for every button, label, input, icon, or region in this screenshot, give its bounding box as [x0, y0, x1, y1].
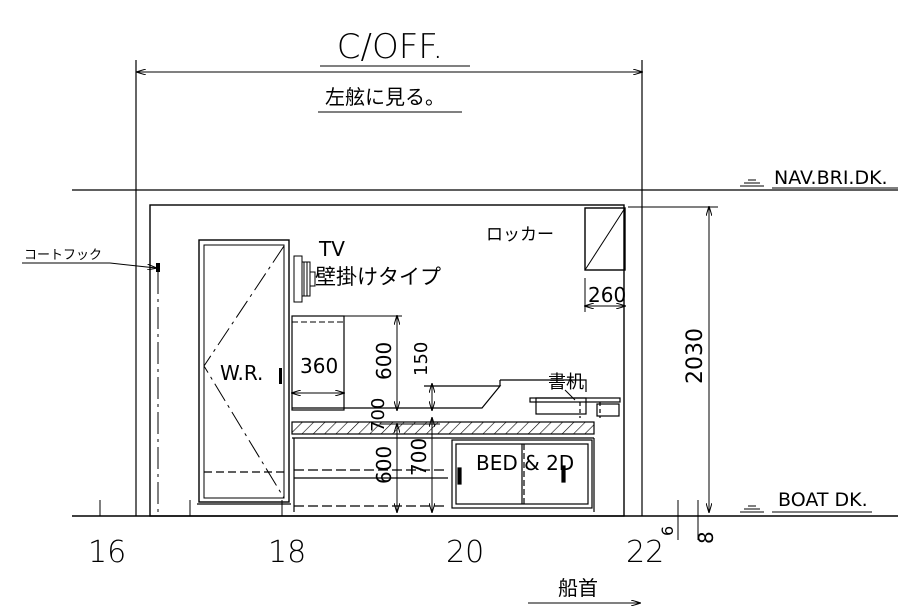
deck-value-b: 8: [694, 531, 718, 544]
coat-hook-leader-2: [109, 262, 156, 268]
bed-height-value-1: 600: [372, 446, 396, 484]
tv-label: TV: [318, 237, 345, 261]
tv-type-label: 壁掛けタイプ: [315, 265, 441, 289]
locker: [584, 207, 626, 271]
shelf-width-value: 360: [300, 354, 338, 378]
desk: [292, 379, 621, 418]
cabin-outline: [149, 204, 625, 517]
nav-deck-symbol: [740, 179, 764, 187]
boat-deck-symbol: [740, 505, 764, 513]
coat-hook-icon: [156, 263, 160, 272]
ceiling-height-value: 2030: [683, 328, 708, 384]
shelf-gap-value: 150: [411, 342, 432, 376]
nav-deck-label: NAV.BRI.DK.: [774, 167, 888, 189]
bed-label: BED & 2D: [476, 451, 574, 475]
locker-depth-value: 260: [588, 283, 626, 307]
shelf-height-value: 600: [372, 342, 396, 380]
bed-height-value-2: 700: [407, 438, 431, 476]
floor-ticks: [99, 500, 283, 516]
frame-label-20: 20: [446, 535, 484, 570]
upper-shelf: [291, 315, 402, 411]
desk-label: 書机: [548, 372, 584, 393]
wardrobe-label: W.R.: [220, 361, 263, 385]
deck-value-a: 6: [658, 526, 677, 536]
bow-label: 船首: [558, 576, 598, 600]
bed-structure: [293, 438, 595, 512]
wardrobe: [197, 239, 291, 505]
locker-depth-dimension: [585, 278, 625, 312]
view-note-text: 左舷に見る。: [325, 85, 445, 109]
tv-icon: [293, 255, 316, 303]
bed-top-hatch: [291, 421, 595, 435]
locker-label: ロッカー: [486, 225, 554, 245]
coat-hook-label: コートフック: [24, 248, 102, 263]
frame-label-22: 22: [626, 535, 664, 570]
frame-label-16: 16: [88, 535, 126, 570]
boat-deck-label: BOAT DK.: [778, 489, 868, 511]
desk-leader: [564, 389, 576, 401]
frame-label-18: 18: [268, 535, 306, 570]
title-text: C/OFF.: [337, 27, 443, 67]
